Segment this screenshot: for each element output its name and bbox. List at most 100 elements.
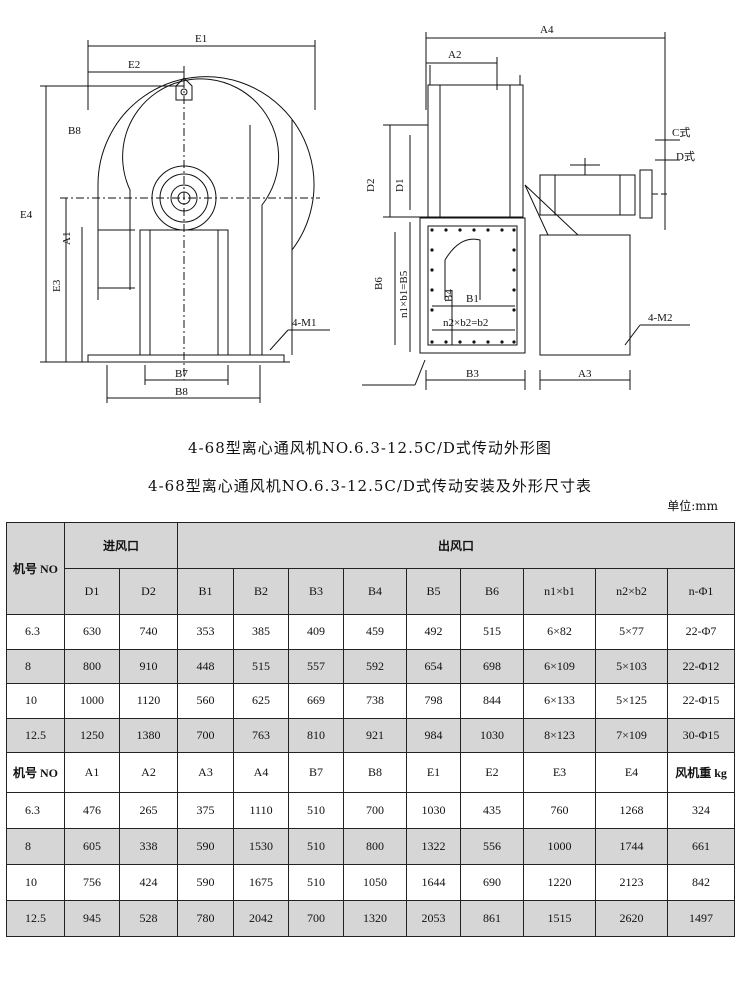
table-cell: 1497	[667, 900, 736, 937]
table-cell: 435	[460, 792, 525, 829]
table-cell: 375	[177, 792, 235, 829]
table-cell: 1644	[406, 864, 462, 901]
label-e4: E4	[20, 209, 33, 221]
table-cell: 630	[64, 614, 120, 650]
col-header: A4	[233, 752, 290, 793]
cell-model: 12.5	[6, 717, 65, 753]
col-header: A2	[118, 752, 179, 793]
col-header: B3	[288, 568, 345, 615]
dimension-table: 机号 NO 进风口 出风口 D1 D2 B1 B2 B3 B4 B5 B6 n1…	[6, 522, 736, 937]
label-b8-side: B8	[68, 125, 81, 137]
table-cell: 1675	[233, 864, 290, 901]
header-model-no: 机号 NO	[6, 522, 65, 615]
col-header: B2	[233, 568, 290, 615]
table-cell: 2620	[595, 900, 669, 937]
table-cell: 7×109	[595, 717, 669, 753]
col-header: B7	[288, 752, 345, 793]
col-header: D1	[64, 568, 120, 615]
table-cell: 1515	[523, 900, 597, 937]
label-b8-bottom: B8	[175, 386, 188, 398]
table-cell: 22-Φ15	[667, 683, 736, 719]
col-header: n2×b2	[595, 568, 669, 615]
table-cell: 700	[177, 717, 235, 753]
table-cell: 448	[177, 648, 235, 684]
table-cell: 22-Φ7	[667, 614, 736, 650]
label-a1: A1	[61, 232, 73, 245]
table-cell: 756	[64, 864, 120, 901]
table-cell: 1050	[343, 864, 408, 901]
fan-outline-drawing: E1 E2 B8 E4 A1 E3 4-M1 B7 B8 A4 A2 C式 D式…	[20, 24, 695, 403]
table-cell: 760	[523, 792, 597, 829]
table-cell: 1380	[118, 717, 179, 753]
label-c-type: C式	[672, 126, 690, 139]
table-cell: 476	[64, 792, 120, 829]
table-cell: 800	[64, 648, 120, 684]
table-cell: 738	[343, 683, 408, 719]
table-cell: 945	[64, 900, 120, 937]
table-cell: 6×133	[523, 683, 597, 719]
table-cell: 984	[406, 717, 462, 753]
col-header: 机号 NO	[6, 752, 65, 793]
table-cell: 590	[177, 864, 235, 901]
table-cell: 910	[118, 648, 179, 684]
table-cell: 798	[406, 683, 462, 719]
label-b7: B7	[175, 368, 188, 380]
table-cell: 459	[343, 614, 408, 650]
table-cell: 780	[177, 900, 235, 937]
table-cell: 1030	[406, 792, 462, 829]
col-header: B6	[460, 568, 525, 615]
header-inlet: 进风口	[63, 522, 179, 569]
table-cell: 763	[233, 717, 290, 753]
table-cell: 590	[177, 828, 235, 865]
col-header: B4	[343, 568, 408, 615]
table-cell: 1000	[64, 683, 120, 719]
table-cell: 2042	[233, 900, 290, 937]
col-header: A3	[177, 752, 235, 793]
table-cell: 592	[343, 648, 408, 684]
table-cell: 353	[177, 614, 235, 650]
table-cell: 2123	[595, 864, 669, 901]
table-cell: 510	[288, 792, 345, 829]
table-cell: 921	[343, 717, 408, 753]
label-e2: E2	[128, 59, 140, 71]
table-cell: 22-Φ12	[667, 648, 736, 684]
col-header: E1	[406, 752, 462, 793]
table-cell: 690	[460, 864, 525, 901]
col-header: B1	[177, 568, 235, 615]
table-cell: 515	[233, 648, 290, 684]
table-cell: 654	[406, 648, 462, 684]
cell-model: 10	[6, 864, 65, 901]
table-cell: 6×109	[523, 648, 597, 684]
label-e3: E3	[51, 279, 63, 292]
col-header: B8	[343, 752, 408, 793]
col-header: n1×b1	[523, 568, 597, 615]
table-cell: 810	[288, 717, 345, 753]
table-cell: 700	[288, 900, 345, 937]
table-cell: 5×125	[595, 683, 669, 719]
label-a2: A2	[448, 49, 461, 61]
col-header: A1	[64, 752, 120, 793]
drawing-caption: 4-68型离心通风机NO.6.3-12.5C/D式传动外形图	[188, 439, 552, 457]
table-cell: 844	[460, 683, 525, 719]
table-cell: 5×103	[595, 648, 669, 684]
table-cell: 556	[460, 828, 525, 865]
table-cell: 661	[667, 828, 736, 865]
table-cell: 557	[288, 648, 345, 684]
table-cell: 1000	[523, 828, 597, 865]
table-cell: 698	[460, 648, 525, 684]
table-cell: 265	[118, 792, 179, 829]
label-e1: E1	[195, 33, 207, 45]
label-b4: B4	[443, 289, 455, 302]
table-cell: 385	[233, 614, 290, 650]
table-cell: 2053	[406, 900, 462, 937]
col-header: B5	[406, 568, 462, 615]
col-header: E3	[523, 752, 597, 793]
table-cell: 861	[460, 900, 525, 937]
